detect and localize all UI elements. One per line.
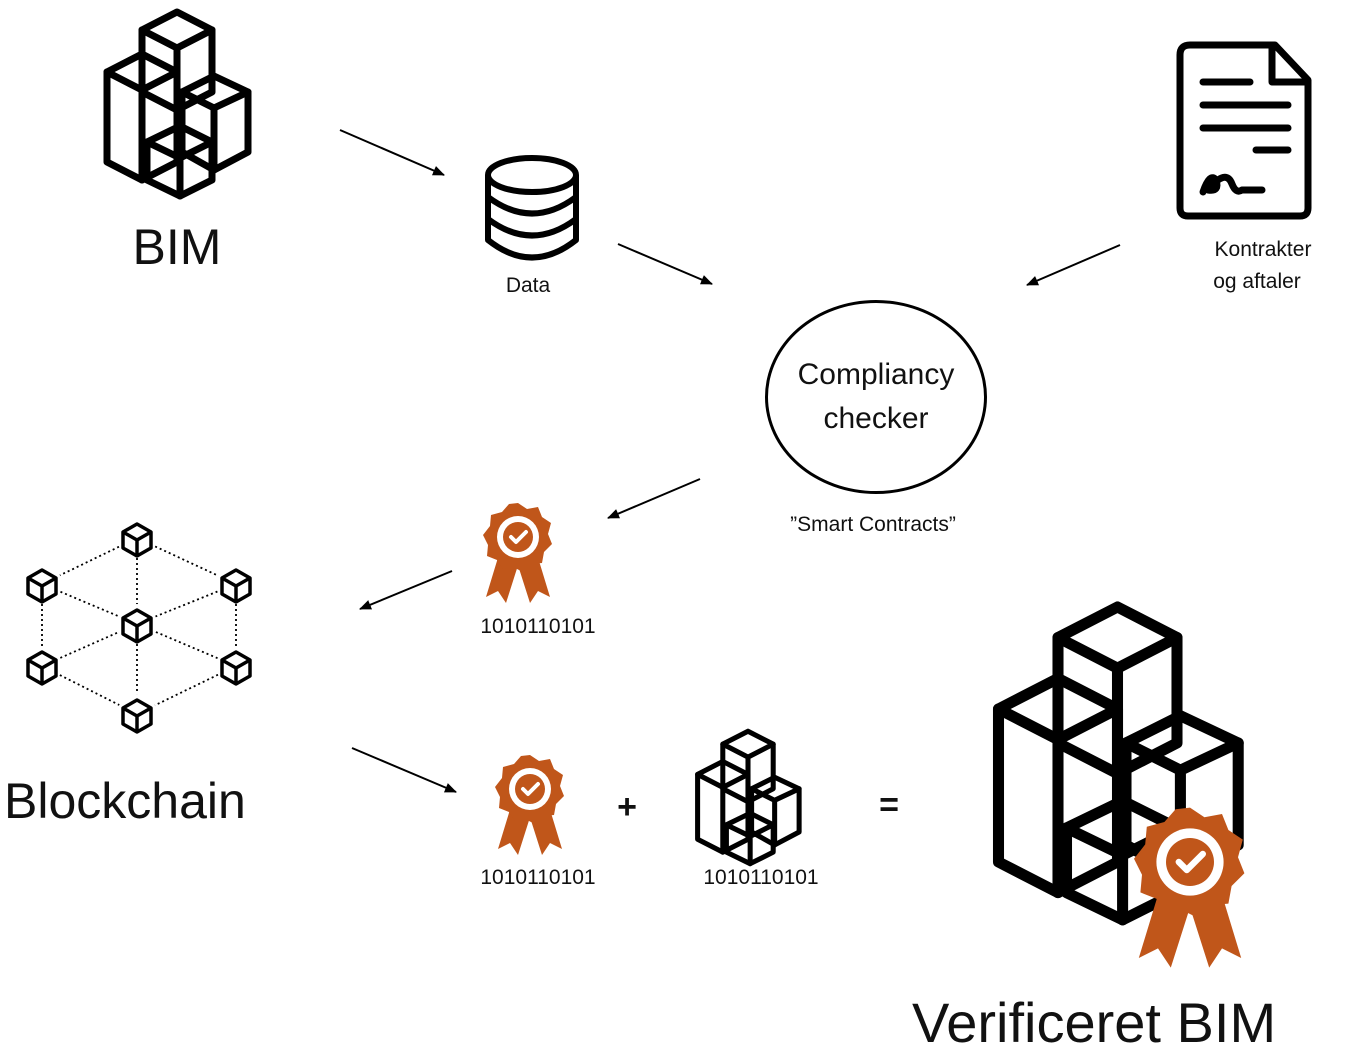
arrow-contracts-to-checker bbox=[1026, 244, 1121, 286]
blockchain-network-icon bbox=[22, 518, 256, 734]
plus-sign: + bbox=[617, 788, 637, 826]
bim-label: BIM bbox=[132, 219, 222, 275]
checker-label-line2: checker bbox=[823, 402, 929, 435]
contract-document-icon bbox=[1176, 41, 1312, 220]
arrow-bim-to-data bbox=[339, 129, 445, 176]
compliancy-checker-node: Compliancy checker bbox=[765, 300, 987, 494]
binary-label: 1010110101 bbox=[703, 866, 819, 889]
binary-label: 1010110101 bbox=[480, 615, 596, 638]
building-blocks-icon bbox=[106, 11, 249, 197]
certificate-badge-icon bbox=[493, 753, 566, 857]
equals-sign: = bbox=[879, 786, 899, 824]
arrow-data-to-checker bbox=[617, 243, 713, 285]
binary-label: 1010110101 bbox=[480, 866, 596, 889]
flow-arrows bbox=[339, 129, 1121, 793]
contracts-label-line1: Kontrakter bbox=[1214, 238, 1312, 261]
blockchain-label: Blockchain bbox=[4, 773, 246, 829]
arrow-badge-to-blockchain bbox=[359, 570, 453, 610]
arrow-checker-to-badge bbox=[607, 478, 701, 519]
verified-bim-label: Verificeret BIM bbox=[912, 991, 1277, 1054]
checker-label-line1: Compliancy bbox=[797, 358, 955, 391]
data-label: Data bbox=[505, 274, 551, 297]
smart-contracts-label: ”Smart Contracts” bbox=[790, 513, 956, 536]
certificate-badge-icon bbox=[1134, 808, 1244, 968]
database-icon bbox=[485, 155, 579, 261]
contracts-label-line2: og aftaler bbox=[1213, 270, 1301, 293]
arrow-blockchain-to-result bbox=[351, 747, 457, 793]
certificate-badge-icon bbox=[481, 501, 554, 605]
building-blocks-icon bbox=[697, 730, 800, 865]
